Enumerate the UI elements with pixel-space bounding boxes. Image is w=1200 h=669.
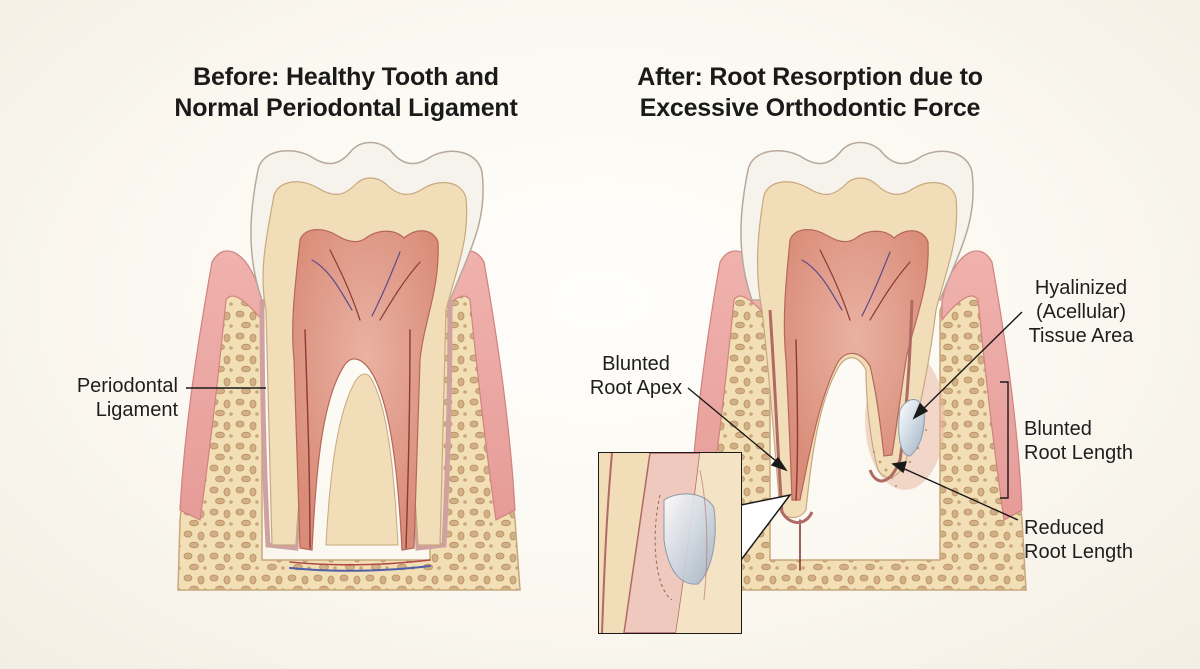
- pulp-vessels-left: [289, 249, 431, 572]
- pulp-chamber-left: [292, 229, 439, 551]
- blunted-root-length-label-line-1: Blunted: [1024, 418, 1092, 440]
- resorbed-tooth-illustration: [687, 141, 1027, 591]
- inset-hyalinized-zone: [663, 493, 716, 585]
- hyalinized-tissue-label: Hyalinized (Acellular) Tissue Area: [1016, 276, 1146, 348]
- after-title-line-1: After: Root Resorption due to: [637, 63, 983, 91]
- pulp-vessels-right: [795, 249, 911, 571]
- before-title: Before: Healthy Tooth and Normal Periodo…: [136, 62, 556, 124]
- reduced-root-length-arrowhead: [891, 461, 907, 474]
- healthy-tooth-illustration: [177, 141, 521, 591]
- reduced-root-length-label-line-1: Reduced: [1024, 517, 1105, 539]
- after-title-line-2: Excessive Orthodontic Force: [639, 94, 981, 122]
- reduced-root-length-arrow: [897, 465, 1019, 521]
- before-title-line-1: Before: Healthy Tooth and: [193, 63, 499, 91]
- periodontal-ligament-label: Periodontal Ligament: [40, 374, 178, 422]
- hyalinized-tissue-label-line-2: (Acellular): [1035, 301, 1127, 323]
- before-title-line-2: Normal Periodontal Ligament: [174, 94, 518, 122]
- blunted-root-length-bracket: [1000, 381, 1009, 499]
- gum-right-tooth-right-side: [941, 250, 1023, 521]
- magnified-inset: [598, 452, 792, 634]
- hyalinized-tissue-label-line-1: Hyalinized: [1034, 277, 1128, 299]
- hyalinized-tissue-arrow: [917, 311, 1023, 415]
- blunted-root-apex-arrow: [687, 387, 783, 467]
- pulp-chamber-right: [783, 229, 929, 501]
- after-title: After: Root Resorption due to Excessive …: [600, 62, 1020, 124]
- reduced-root-length-label: Reduced Root Length: [1024, 516, 1154, 564]
- blunted-root-apex-label: Blunted Root Apex: [574, 352, 698, 400]
- hyalinized-tissue-label-line-3: Tissue Area: [1028, 325, 1134, 347]
- periodontal-ligament-label-line-2: Ligament: [95, 399, 178, 421]
- root-dentin-core-left: [325, 373, 399, 546]
- reduced-root-length-label-line-2: Root Length: [1024, 541, 1133, 563]
- hyalinized-tissue-arrowhead: [912, 402, 929, 420]
- blunted-root-apex-arrowhead: [770, 456, 788, 472]
- blunted-root-apex-label-line-1: Blunted: [602, 353, 670, 375]
- periodontal-ligament-label-line-1: Periodontal: [76, 375, 178, 397]
- blunted-root-apex-label-line-2: Root Apex: [589, 377, 683, 399]
- blunted-root-length-label: Blunted Root Length: [1024, 417, 1154, 465]
- annotation-leaders: [186, 311, 1023, 521]
- blunted-root-length-label-line-2: Root Length: [1024, 442, 1133, 464]
